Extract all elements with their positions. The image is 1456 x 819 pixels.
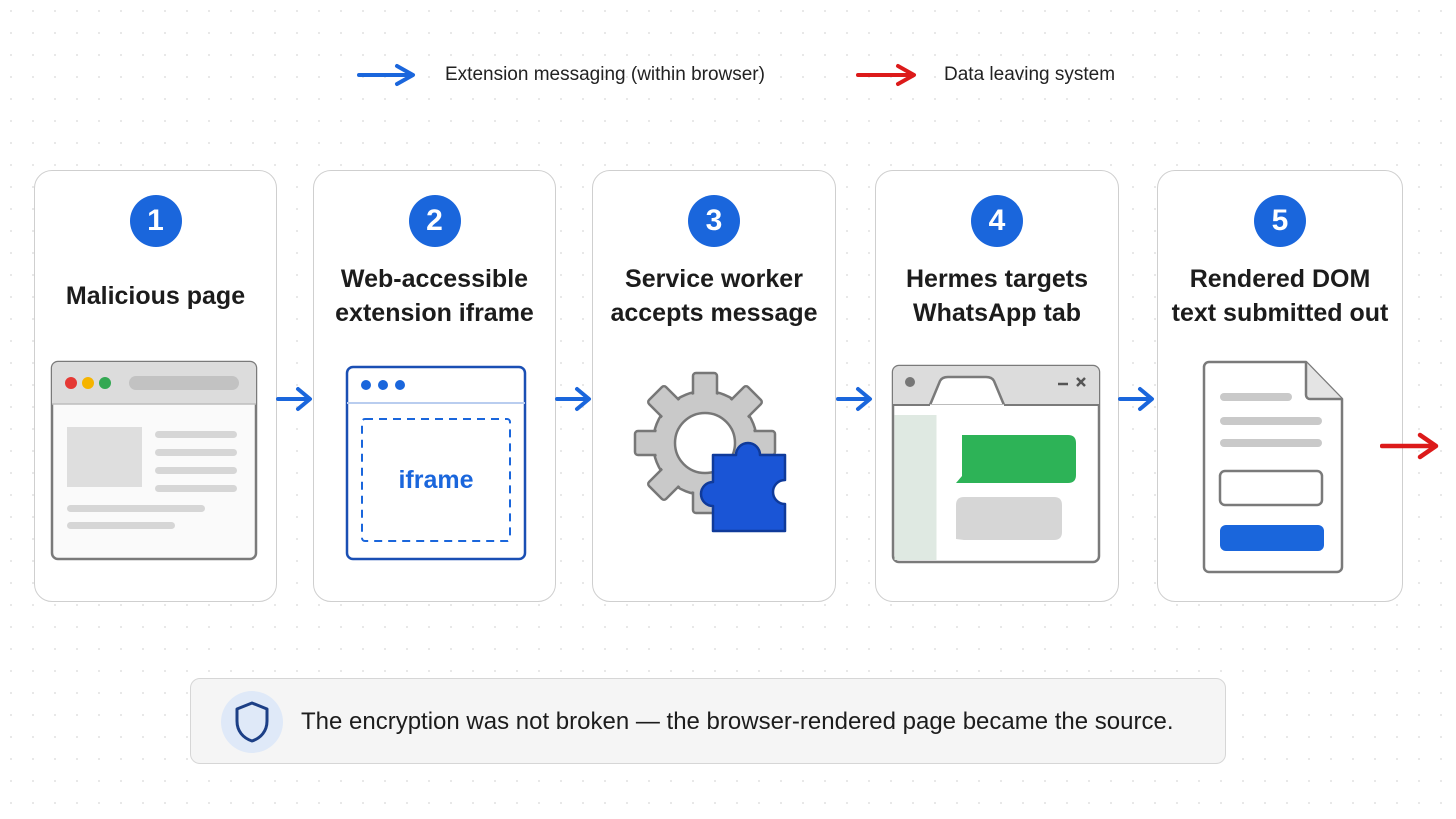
callout-text: The encryption was not broken — the brow… [301, 708, 1174, 735]
step-title: Malicious page [65, 282, 246, 310]
red-arrow-icon [856, 64, 916, 86]
step-number-badge: 4 [971, 195, 1023, 247]
step-number-badge: 5 [1254, 195, 1306, 247]
flow-arrow-2-3 [555, 387, 591, 411]
callout-note: The encryption was not broken — the brow… [190, 678, 1226, 764]
flow-arrow-3-4 [836, 387, 872, 411]
blue-arrow-icon [357, 64, 415, 86]
step-title: Hermes targets WhatsApp tab [905, 265, 1089, 327]
flow-arrow-4-5 [1118, 387, 1154, 411]
step-card-5: 5 Rendered DOM text submitted out [1157, 170, 1403, 602]
step-number-badge: 3 [688, 195, 740, 247]
step-card-4: 4 Hermes targets WhatsApp tab [875, 170, 1119, 602]
shield-icon [235, 701, 269, 743]
step-number-badge: 2 [408, 195, 461, 247]
iframe-window-icon: iframe [345, 365, 527, 561]
form-document-icon [1202, 360, 1344, 574]
browser-window-icon [50, 360, 258, 561]
step-card-3: 3 Service worker accepts message [592, 170, 836, 602]
exfil-arrow [1380, 432, 1439, 460]
legend-external: Data leaving system [856, 58, 1115, 92]
chat-window-icon [891, 364, 1101, 564]
step-card-2: 2 Web-accessible extension iframe iframe [313, 170, 556, 602]
shield-icon-badge [221, 691, 283, 753]
step-title: Service worker accepts message [610, 265, 818, 327]
legend-internal-label: Extension messaging (within browser) [445, 64, 765, 85]
legend: Extension messaging (within browser) Dat… [0, 58, 1456, 92]
step-title: Web-accessible extension iframe [335, 265, 534, 327]
gear-puzzle-icon [633, 371, 787, 533]
iframe-label: iframe [398, 465, 474, 494]
legend-external-label: Data leaving system [944, 64, 1116, 85]
step-title: Rendered DOM text submitted out [1171, 265, 1389, 327]
legend-internal: Extension messaging (within browser) [357, 58, 765, 92]
step-number-badge: 1 [129, 195, 182, 247]
step-card-1: 1 Malicious page [34, 170, 277, 602]
flow-arrow-1-2 [276, 387, 312, 411]
